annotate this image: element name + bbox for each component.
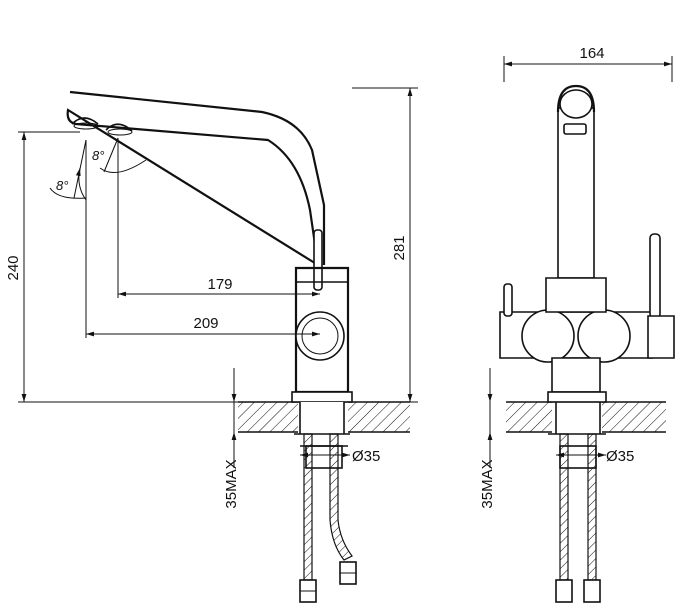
handle-lever-left [313, 229, 323, 291]
dim-reach-inner: 179 [207, 276, 232, 293]
dim-width-front: 164 [579, 45, 604, 62]
countertop-right [506, 400, 666, 434]
dim-max-right: 35MAX [479, 459, 496, 508]
dim-max-left: 35MAX [223, 459, 240, 508]
dim-diameter-right: Ø35 [606, 448, 634, 465]
angle-upper: 8° [92, 148, 104, 163]
dim-height-total: 281 [391, 235, 408, 260]
dim-height-spout: 240 [5, 255, 22, 280]
dim-reach-outer: 209 [193, 315, 218, 332]
front-view: 164 Ø35 35MAX [479, 45, 675, 603]
spout-body [66, 90, 326, 268]
angle-lower: 8° [56, 178, 68, 193]
dim-diameter-left: Ø35 [352, 448, 380, 465]
side-view: 281 240 179 209 8° 8° Ø35 35MAX [5, 87, 418, 603]
valve-knob-left [295, 311, 345, 361]
